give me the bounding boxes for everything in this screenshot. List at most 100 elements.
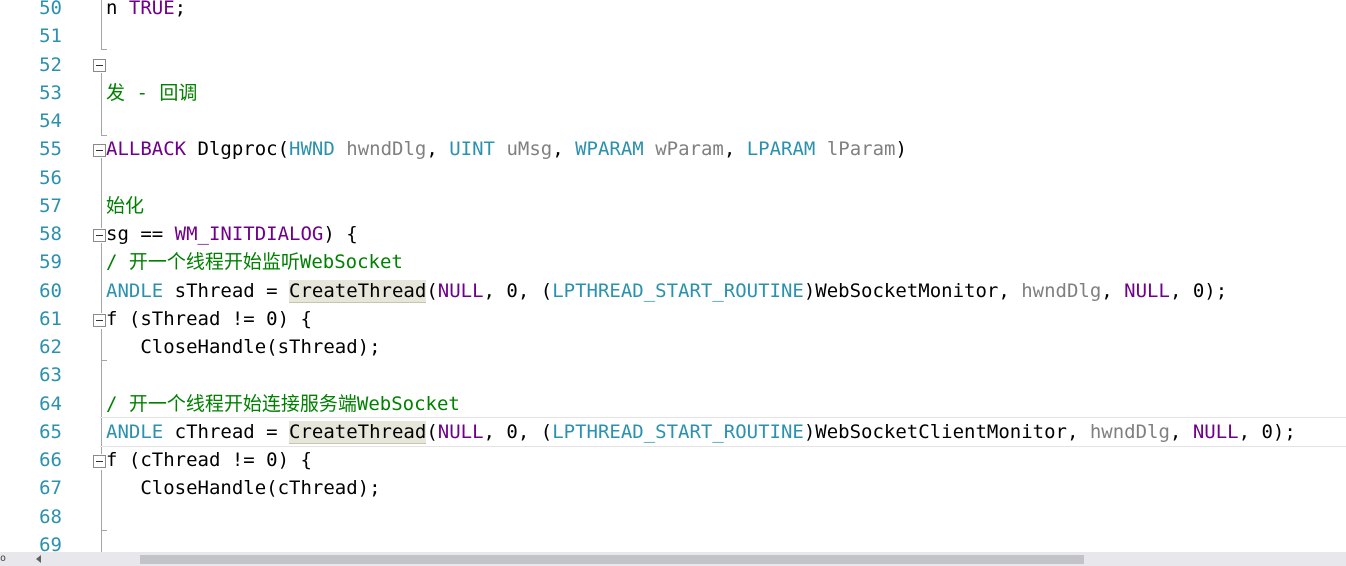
code-token-macro: WM_INITDIALOG <box>174 223 324 245</box>
code-token: Dlgproc( <box>197 138 290 160</box>
code-token-param: hwndDlg <box>346 138 427 160</box>
code-token-type: ANDLE <box>106 421 164 443</box>
code-token-param: lParam <box>826 138 896 160</box>
line-number: 62 <box>39 336 62 358</box>
horizontal-scrollbar[interactable]: o <box>0 552 1346 566</box>
code-token-type: HWND <box>289 138 335 160</box>
line-number: 58 <box>39 223 62 245</box>
code-token: , 0, ( <box>483 280 553 302</box>
line-number: 60 <box>39 280 62 302</box>
code-token-type: LPTHREAD_START_ROUTINE <box>552 280 804 302</box>
code-token-type: ANDLE <box>106 280 164 302</box>
code-token: ) { <box>323 223 358 245</box>
outline-guide <box>101 329 102 374</box>
code-token-type: WPARAM <box>575 138 644 160</box>
code-token: sThread = <box>163 280 290 302</box>
line-number: 55 <box>39 138 62 160</box>
code-token-param: hwndDlg <box>1021 280 1102 302</box>
code-token-type: LPARAM <box>746 138 816 160</box>
code-token-macro: NULL <box>437 280 484 302</box>
code-token: cThread = <box>163 421 290 443</box>
code-token: n <box>106 0 129 19</box>
code-token-param: uMsg <box>506 138 553 160</box>
code-token: )WebSocketClientMonitor, <box>803 421 1090 443</box>
code-token: ; <box>174 0 187 19</box>
code-editor[interactable]: 50 51 52 53 54 55 56 57 58 59 60 61 62 6… <box>0 0 1346 552</box>
outline-guide-end <box>101 135 107 136</box>
code-line-67: CloseHandle(cThread); <box>106 477 381 499</box>
code-token-param: hwndDlg <box>1089 421 1170 443</box>
code-comment: 始化 <box>106 195 145 217</box>
code-token: , <box>1101 280 1125 302</box>
collapse-box-icon[interactable] <box>93 59 106 72</box>
line-number: 56 <box>39 167 62 189</box>
code-token: , <box>426 138 450 160</box>
outline-guide <box>101 73 102 136</box>
outline-guide-end <box>101 49 107 50</box>
line-number: 64 <box>39 393 62 415</box>
code-token <box>644 138 655 160</box>
code-token-macro: NULL <box>437 421 484 443</box>
outline-guide <box>101 243 102 313</box>
line-number: 61 <box>39 308 62 330</box>
code-line-66: f (cThread != 0) { <box>106 449 312 471</box>
code-token: )WebSocketMonitor, <box>803 280 1022 302</box>
code-token: , <box>723 138 747 160</box>
code-line-62: CloseHandle(sThread); <box>106 336 381 358</box>
code-token-macro: ALLBACK <box>106 138 198 160</box>
code-token-type: UINT <box>449 138 495 160</box>
code-token-macro: NULL <box>1124 280 1170 302</box>
collapse-box-icon[interactable] <box>93 455 106 468</box>
line-number: 65 <box>39 421 62 443</box>
code-token: , <box>1169 421 1193 443</box>
code-comment: 发 - 回调 <box>106 82 198 104</box>
code-token: , 0, ( <box>483 421 553 443</box>
line-number: 54 <box>39 110 62 132</box>
code-token-param: wParam <box>655 138 724 160</box>
code-line-61: f (sThread != 0) { <box>106 308 312 330</box>
outline-guide <box>101 158 102 228</box>
line-number: 57 <box>39 195 62 217</box>
code-token: , 0); <box>1238 421 1296 443</box>
outline-guide <box>101 374 102 454</box>
code-token-reference: CreateThread <box>289 280 427 303</box>
code-token: ) <box>895 138 907 160</box>
outline-guide-end <box>101 360 107 361</box>
code-line-60: ANDLE sThread = CreateThread(NULL, 0, (L… <box>106 277 1227 305</box>
code-token: ( <box>426 421 438 443</box>
outline-guide <box>101 0 102 50</box>
code-token <box>495 138 506 160</box>
code-line-55: ALLBACK Dlgproc(HWND hwndDlg, UINT uMsg,… <box>106 135 907 163</box>
line-number: 63 <box>39 364 62 386</box>
code-token: , <box>552 138 576 160</box>
code-token <box>815 138 826 160</box>
line-number: 51 <box>39 25 62 47</box>
line-number: 50 <box>39 0 62 19</box>
code-line-50: n TRUE; <box>106 0 186 22</box>
scrollbar-thumb[interactable] <box>140 555 1084 564</box>
code-comment: / 开一个线程开始监听WebSocket <box>106 251 403 273</box>
zoom-label[interactable]: o <box>0 553 7 564</box>
code-line-58: sg == WM_INITDIALOG) { <box>106 220 358 248</box>
current-line: ANDLE cThread = CreateThread(NULL, 0, (L… <box>100 417 1346 447</box>
collapse-box-icon[interactable] <box>93 229 106 242</box>
code-token: , 0); <box>1169 280 1228 302</box>
line-number: 69 <box>39 534 62 552</box>
line-number: 68 <box>39 506 62 528</box>
line-number: 52 <box>39 54 62 76</box>
collapse-box-icon[interactable] <box>93 314 106 327</box>
code-token-type: LPTHREAD_START_ROUTINE <box>552 421 804 443</box>
outline-guide-end <box>101 530 107 531</box>
collapse-box-icon[interactable] <box>93 144 106 157</box>
chevron-left-icon[interactable] <box>36 555 41 563</box>
line-number: 67 <box>39 477 62 499</box>
code-token-macro: TRUE <box>128 0 175 19</box>
line-number: 59 <box>39 251 62 273</box>
code-token-macro: NULL <box>1192 421 1239 443</box>
code-token: sg == <box>106 223 175 245</box>
code-token <box>335 138 346 160</box>
line-number: 66 <box>39 449 62 471</box>
outline-guide <box>101 470 102 552</box>
code-token: ( <box>426 280 438 302</box>
code-token-reference: CreateThread <box>289 421 427 444</box>
